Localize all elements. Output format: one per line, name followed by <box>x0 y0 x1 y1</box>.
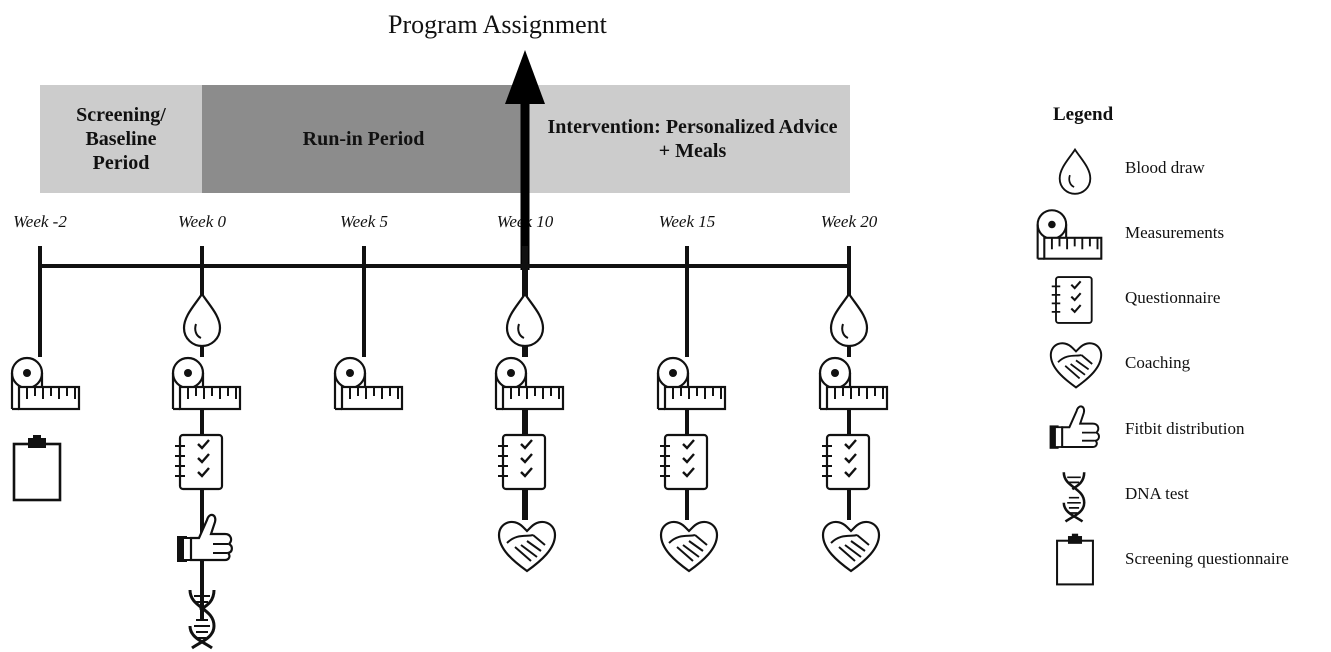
assignment-arrow-head <box>505 50 545 104</box>
legend-label-questionnaire: Questionnaire <box>1125 288 1221 307</box>
fitbit-icon <box>175 513 233 564</box>
measurements-icon <box>10 355 81 411</box>
measurements-icon <box>171 355 242 411</box>
phase-label: Screening/ Baseline Period <box>76 104 166 174</box>
week-label: Week 5 <box>340 212 388 231</box>
phase-screening-baseline: Screening/ Baseline Period <box>40 85 202 193</box>
coaching-icon <box>821 520 881 573</box>
coaching-icon <box>1049 342 1103 389</box>
phase-label: Run-in Period <box>302 128 425 150</box>
screening-questionnaire-icon <box>1056 532 1094 586</box>
questionnaire-icon <box>496 433 547 491</box>
dna-icon <box>1062 470 1086 523</box>
coaching-icon <box>659 520 719 573</box>
measurements-icon <box>333 355 404 411</box>
legend-label-coaching: Coaching <box>1125 353 1191 372</box>
questionnaire-icon <box>1050 276 1093 324</box>
week-label: Week 15 <box>658 212 716 231</box>
phase-label: Intervention: Personalized Advice + Meal… <box>547 116 838 162</box>
week-label: Week 0 <box>178 212 226 231</box>
coaching-icon <box>497 520 557 573</box>
blood-draw-icon <box>1058 148 1092 195</box>
legend-label-blood-draw: Blood draw <box>1125 158 1205 177</box>
screening-questionnaire-icon <box>12 433 62 502</box>
week-label: Week -2 <box>13 212 67 231</box>
program-assignment-title: Program Assignment <box>388 10 607 39</box>
questionnaire-icon <box>173 433 224 491</box>
week-label: Week 20 <box>820 212 878 231</box>
fitbit-icon <box>1048 405 1100 450</box>
blood-draw-icon <box>505 292 545 348</box>
blood-draw-icon <box>829 292 869 348</box>
legend-label-screening-questionnaire: Screening questionnaire <box>1125 549 1289 568</box>
measurements-icon <box>818 355 889 411</box>
phase-intervention: Intervention: Personalized Advice + Meal… <box>525 85 850 193</box>
legend-label-dna: DNA test <box>1125 484 1189 503</box>
phase-run-in: Run-in Period <box>202 85 525 193</box>
measurements-icon <box>656 355 727 411</box>
blood-draw-icon <box>182 292 222 348</box>
legend-label-fitbit: Fitbit distribution <box>1125 419 1245 438</box>
measurements-icon <box>494 355 565 411</box>
legend-title: Legend <box>1053 104 1114 125</box>
questionnaire-icon <box>658 433 709 491</box>
measurements-icon <box>1036 208 1103 260</box>
questionnaire-icon <box>820 433 871 491</box>
legend-label-measurements: Measurements <box>1125 223 1225 242</box>
